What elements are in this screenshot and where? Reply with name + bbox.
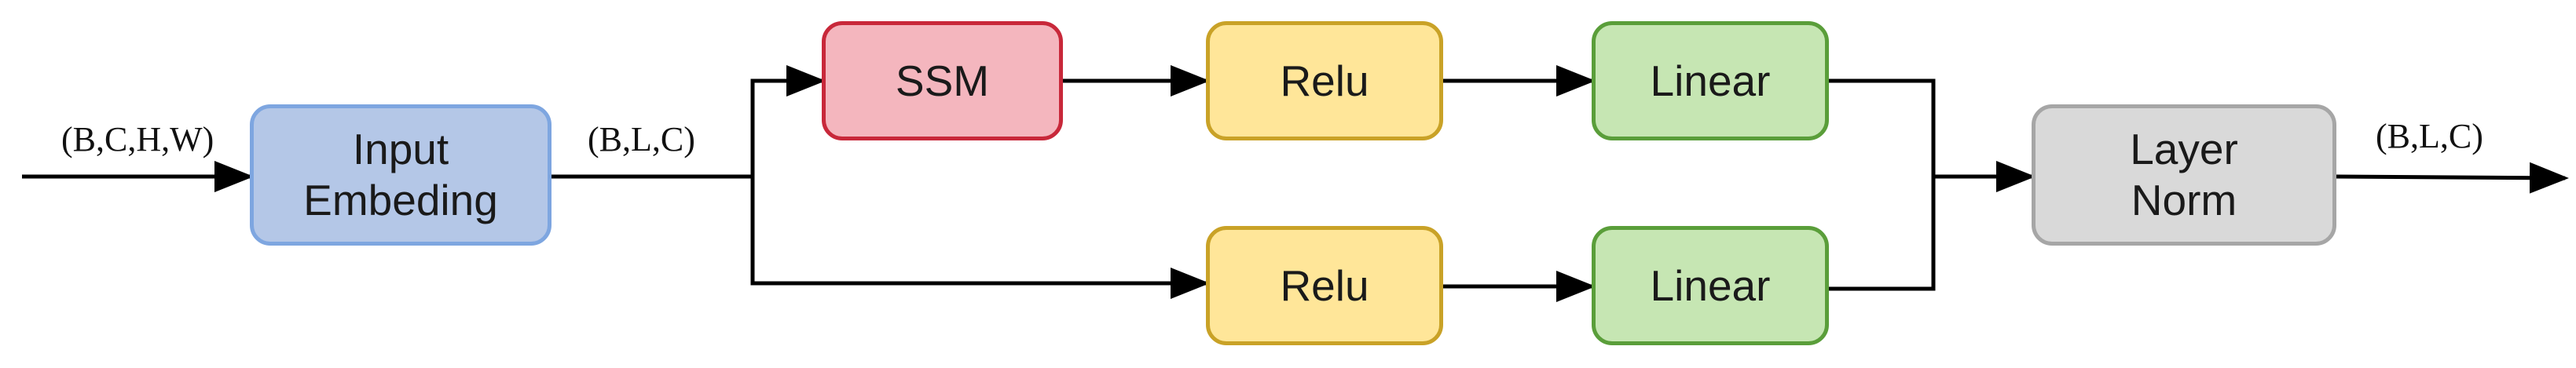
ssm-node: SSM xyxy=(822,21,1063,140)
edge-linear-bottom-to-merge xyxy=(1829,177,1936,291)
linear-top-label: Linear xyxy=(1650,56,1771,105)
input-embedding-label-line-1: Input xyxy=(352,125,449,174)
linear-bottom-label: Linear xyxy=(1650,261,1771,310)
edge-branch-to-relu-bottom xyxy=(750,177,1210,299)
output-shape-label: (B,L,C) xyxy=(2376,117,2483,155)
linear-top-node: Linear xyxy=(1592,21,1829,140)
linear-bottom-node: Linear xyxy=(1592,226,1829,345)
relu-top-node: Relu xyxy=(1206,21,1443,140)
layer-norm-label-line-1: Layer xyxy=(2130,125,2238,174)
layer-norm-node: Layer Norm xyxy=(2032,104,2336,246)
relu-bottom-label: Relu xyxy=(1280,261,1369,310)
relu-top-label: Relu xyxy=(1280,56,1369,105)
embedded-shape-label: (B,L,C) xyxy=(588,120,695,158)
input-shape-label: (B,C,H,W) xyxy=(61,120,214,158)
edge-branch-to-ssm xyxy=(750,65,826,177)
relu-bottom-node: Relu xyxy=(1206,226,1443,345)
layer-norm-label-line-2: Norm xyxy=(2131,176,2237,224)
input-embedding-label-line-2: Embeding xyxy=(303,176,498,224)
edge-layer-norm-to-output xyxy=(2336,162,2569,194)
ssm-label: SSM xyxy=(895,56,990,105)
edge-linear-top-to-merge xyxy=(1829,78,1936,177)
input-embedding-node: Input Embeding xyxy=(250,104,551,246)
